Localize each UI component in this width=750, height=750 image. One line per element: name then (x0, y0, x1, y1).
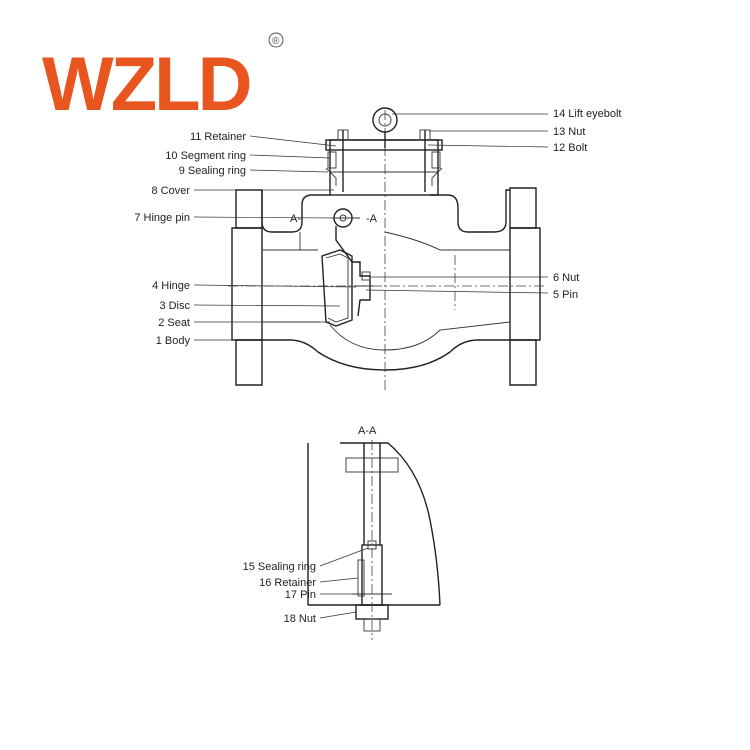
logo-text: WZLD (42, 42, 250, 120)
bore-upper-curve (384, 231, 510, 251)
label-p7: 7 Hinge pin (134, 212, 190, 224)
bore-lower-curve (329, 321, 511, 351)
disc-assembly (321, 208, 374, 327)
label-p17: 17 Pin (285, 589, 316, 601)
label-p16: 16 Retainer (259, 577, 316, 589)
company-logo: WZLD ® (40, 30, 300, 127)
label-p6: 6 Nut (553, 272, 579, 284)
registered-mark-circle (268, 32, 284, 48)
leader-p18 (319, 611, 357, 619)
leader-p9 (249, 169, 329, 173)
body-upper-left-outline (261, 190, 330, 233)
leader-p5 (365, 289, 549, 294)
left-lower-bolt-boss (235, 339, 263, 386)
leader-p4 (193, 284, 357, 288)
leader-p12 (427, 144, 549, 148)
label-p12: 12 Bolt (553, 142, 587, 154)
leader-p10 (249, 154, 331, 159)
valve-body (231, 187, 541, 386)
label-p9: 9 Sealing ring (179, 165, 246, 177)
section-retainer (357, 559, 365, 597)
section-label-right: -A (366, 213, 378, 225)
disc-nut (361, 271, 371, 281)
label-p5: 5 Pin (553, 289, 578, 301)
leader-p7 (193, 216, 335, 219)
lift-eyebolt-inner (378, 113, 392, 127)
leader-lines-section (319, 547, 369, 619)
label-p3: 3 Disc (159, 300, 190, 312)
leader-p11 (249, 135, 337, 147)
label-p4: 4 Hinge (152, 280, 190, 292)
label-p10: 10 Segment ring (165, 150, 246, 162)
body-upper-right-outline (430, 189, 510, 233)
section-title: A-A (358, 425, 377, 437)
leader-lines-main (193, 113, 549, 341)
right-flange (509, 227, 541, 341)
left-sealing-ring (325, 167, 337, 186)
label-p11: 11 Retainer (190, 131, 246, 143)
section-label-left: A- (290, 213, 301, 225)
logo-mark: WZLD ® (42, 32, 284, 127)
disc-inner (325, 253, 349, 323)
leader-p3 (193, 304, 341, 307)
right-sealing-ring (431, 167, 443, 186)
leader-p16 (319, 577, 359, 583)
section-nut-end (363, 618, 381, 632)
leader-p15 (319, 547, 369, 567)
registered-mark: ® (272, 36, 280, 47)
label-p1: 1 Body (156, 335, 191, 347)
hinge-arm (335, 226, 371, 317)
section-view (307, 440, 441, 640)
label-p13: 13 Nut (553, 126, 585, 138)
disc (321, 249, 353, 327)
label-p14: 14 Lift eyebolt (553, 108, 622, 120)
label-p18: 18 Nut (284, 613, 316, 625)
section-body-curve (340, 442, 441, 606)
part-labels-main: 14 Lift eyebolt 13 Nut 12 Bolt 11 Retain… (134, 108, 621, 347)
body-lower-outline (262, 339, 510, 371)
left-upper-bolt-boss (235, 189, 263, 229)
part-labels-section: 15 Sealing ring 16 Retainer 17 Pin 18 Nu… (243, 561, 317, 625)
cover-body (329, 139, 439, 196)
left-segment-ring (327, 151, 337, 169)
label-p15: 15 Sealing ring (243, 561, 316, 573)
label-p2: 2 Seat (158, 317, 190, 329)
valve-cover (325, 107, 443, 196)
left-flange (231, 227, 263, 341)
right-lower-bolt-boss (509, 339, 537, 386)
label-p8: 8 Cover (151, 185, 190, 197)
right-upper-bolt-boss (509, 187, 537, 229)
right-segment-ring (431, 151, 441, 169)
